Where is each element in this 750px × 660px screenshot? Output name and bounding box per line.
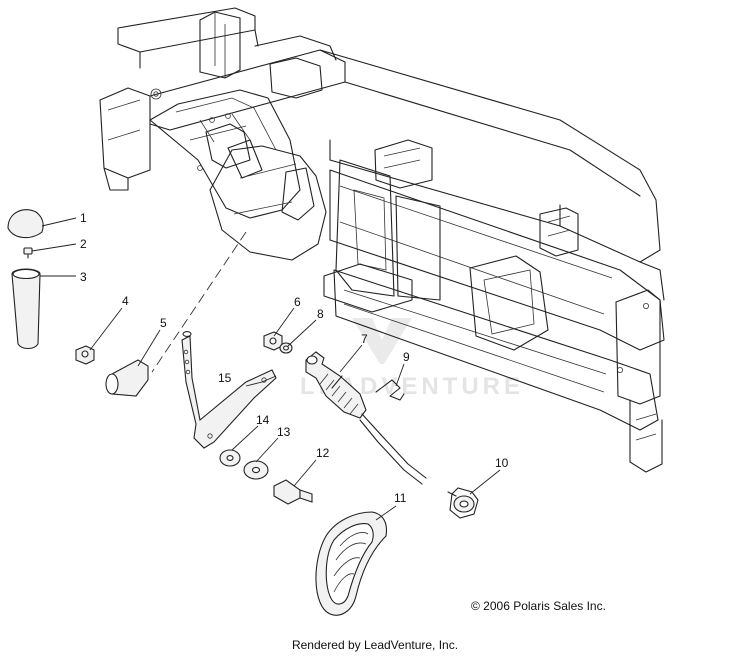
clamp-part [447, 487, 479, 519]
callout-12: 12 [316, 446, 330, 460]
callout-labels: 1 2 3 4 5 6 7 8 9 10 11 12 13 14 15 [80, 211, 509, 505]
callout-9: 9 [403, 350, 410, 364]
callout-8: 8 [317, 307, 324, 321]
copyright-notice: © 2006 Polaris Sales Inc. [471, 599, 606, 613]
nut-part [75, 345, 95, 365]
callout-5: 5 [160, 316, 167, 330]
clip-part [375, 379, 405, 401]
callout-10: 10 [495, 456, 509, 470]
shift-cable-part [305, 351, 427, 485]
callout-3: 3 [80, 270, 87, 284]
callout-11: 11 [394, 491, 407, 505]
callout-1: 1 [80, 211, 87, 225]
washer-14-part [219, 449, 241, 467]
washer-13-part [243, 460, 269, 480]
bolt-part [273, 479, 313, 505]
boot-part [315, 511, 388, 616]
grip-sleeve-part [11, 268, 41, 350]
callout-7: 7 [361, 332, 368, 346]
rendered-by-footer: Rendered by LeadVenture, Inc. [291, 638, 459, 652]
callout-14: 14 [256, 413, 270, 427]
callout-2: 2 [80, 237, 87, 251]
knob-cap-part [7, 209, 44, 239]
washer-8-part [279, 342, 293, 354]
alignment-line [151, 231, 247, 373]
frame-assembly [99, 7, 665, 473]
bushing-part [105, 359, 149, 397]
screw-part [23, 247, 33, 259]
callout-15: 15 [218, 371, 232, 385]
nut-6-part [263, 331, 283, 351]
leader-lines [31, 217, 501, 521]
callout-6: 6 [294, 295, 301, 309]
shift-lever-part [181, 331, 277, 449]
callout-13: 13 [277, 425, 291, 439]
callout-4: 4 [122, 294, 129, 308]
